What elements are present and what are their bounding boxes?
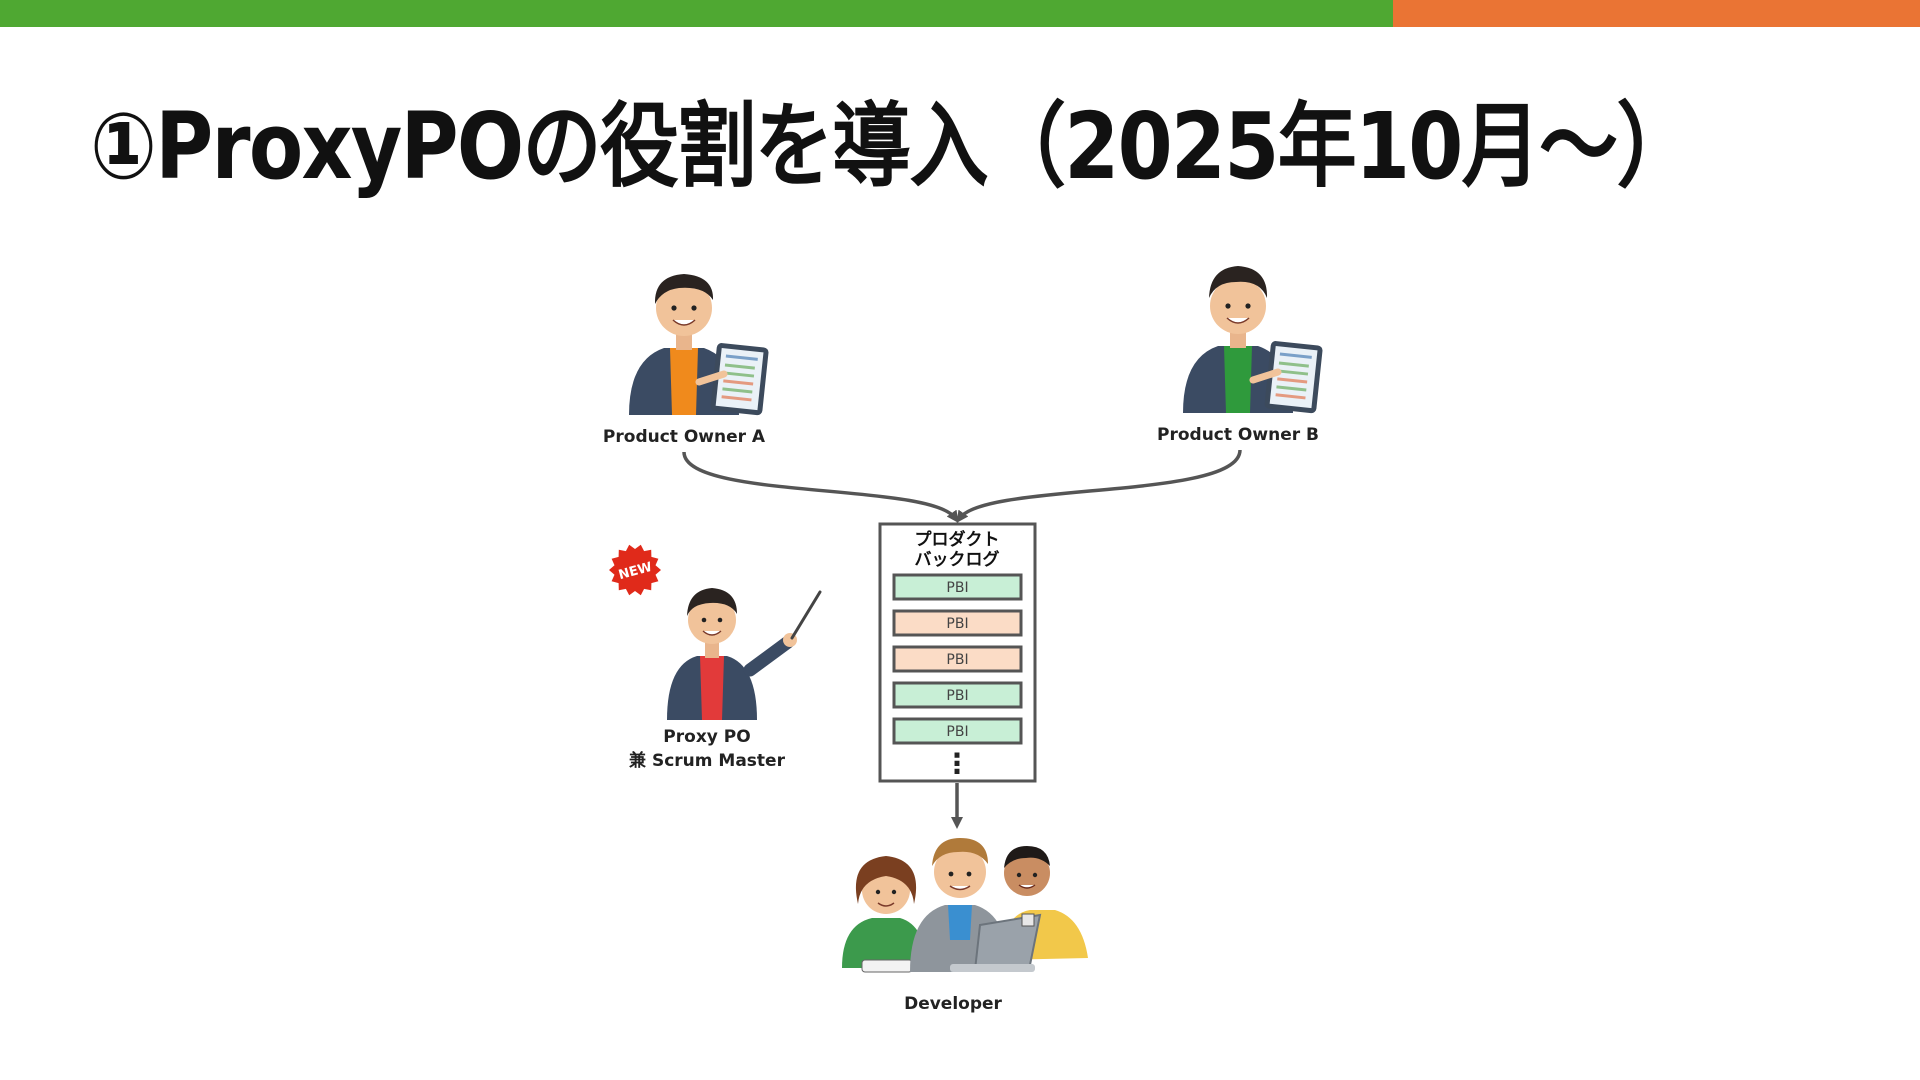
pbi-label: PBI (946, 616, 968, 632)
pbi-label: PBI (946, 580, 968, 596)
product-owner-a: Product Owner A (603, 274, 769, 447)
backlog-title-line1: プロダクト (915, 529, 1000, 550)
top-accent-bar (0, 0, 1920, 27)
pbi-item (892, 609, 1023, 637)
proxy-po: Proxy PO 兼 Scrum Master (629, 588, 822, 771)
proxy-po-label-line2: 兼 Scrum Master (629, 750, 786, 771)
arrow-owner-a-to-backlog (682, 451, 959, 523)
pbi-item (892, 573, 1023, 601)
product-owner-b-icon (1183, 266, 1323, 414)
owner-b-label: Product Owner B (1157, 425, 1319, 445)
slide-title: ①ProxyPOの役割を導入（2025年10月～） (90, 93, 1696, 200)
owner-b-shirt (1224, 346, 1252, 413)
pbi-item (892, 645, 1023, 673)
developer-team-icon (842, 838, 1088, 973)
accent-bar-green (0, 0, 1393, 27)
proxy-po-label-line1: Proxy PO (663, 727, 750, 747)
pbi-item (892, 717, 1023, 745)
proxy-po-shirt (700, 656, 724, 720)
product-backlog: プロダクト バックログ PBI PBI PBI PBI PBI ⋮ (878, 522, 1037, 783)
backlog-title-line2: バックログ (915, 549, 1000, 570)
pbi-label: PBI (946, 724, 968, 740)
accent-bar-orange (1393, 0, 1920, 27)
new-badge-star (609, 544, 661, 596)
developer-team: Developer (842, 838, 1088, 1014)
developer-label: Developer (904, 994, 1002, 1014)
pbi-label: PBI (946, 688, 968, 704)
pbi-list: PBI PBI PBI PBI PBI (892, 573, 1023, 745)
product-owner-a-icon (629, 274, 769, 416)
product-owner-b: Product Owner B (1157, 266, 1323, 445)
new-badge: NEW (609, 544, 661, 596)
pointer-stick (790, 590, 822, 640)
proxy-po-icon (667, 588, 822, 720)
pbi-label: PBI (946, 652, 968, 668)
owner-a-shirt (670, 348, 698, 415)
backlog-more-indicator: ⋮ (943, 747, 971, 780)
arrow-owner-b-to-backlog (956, 449, 1242, 523)
owner-a-label: Product Owner A (603, 427, 766, 447)
pbi-item (892, 681, 1023, 709)
